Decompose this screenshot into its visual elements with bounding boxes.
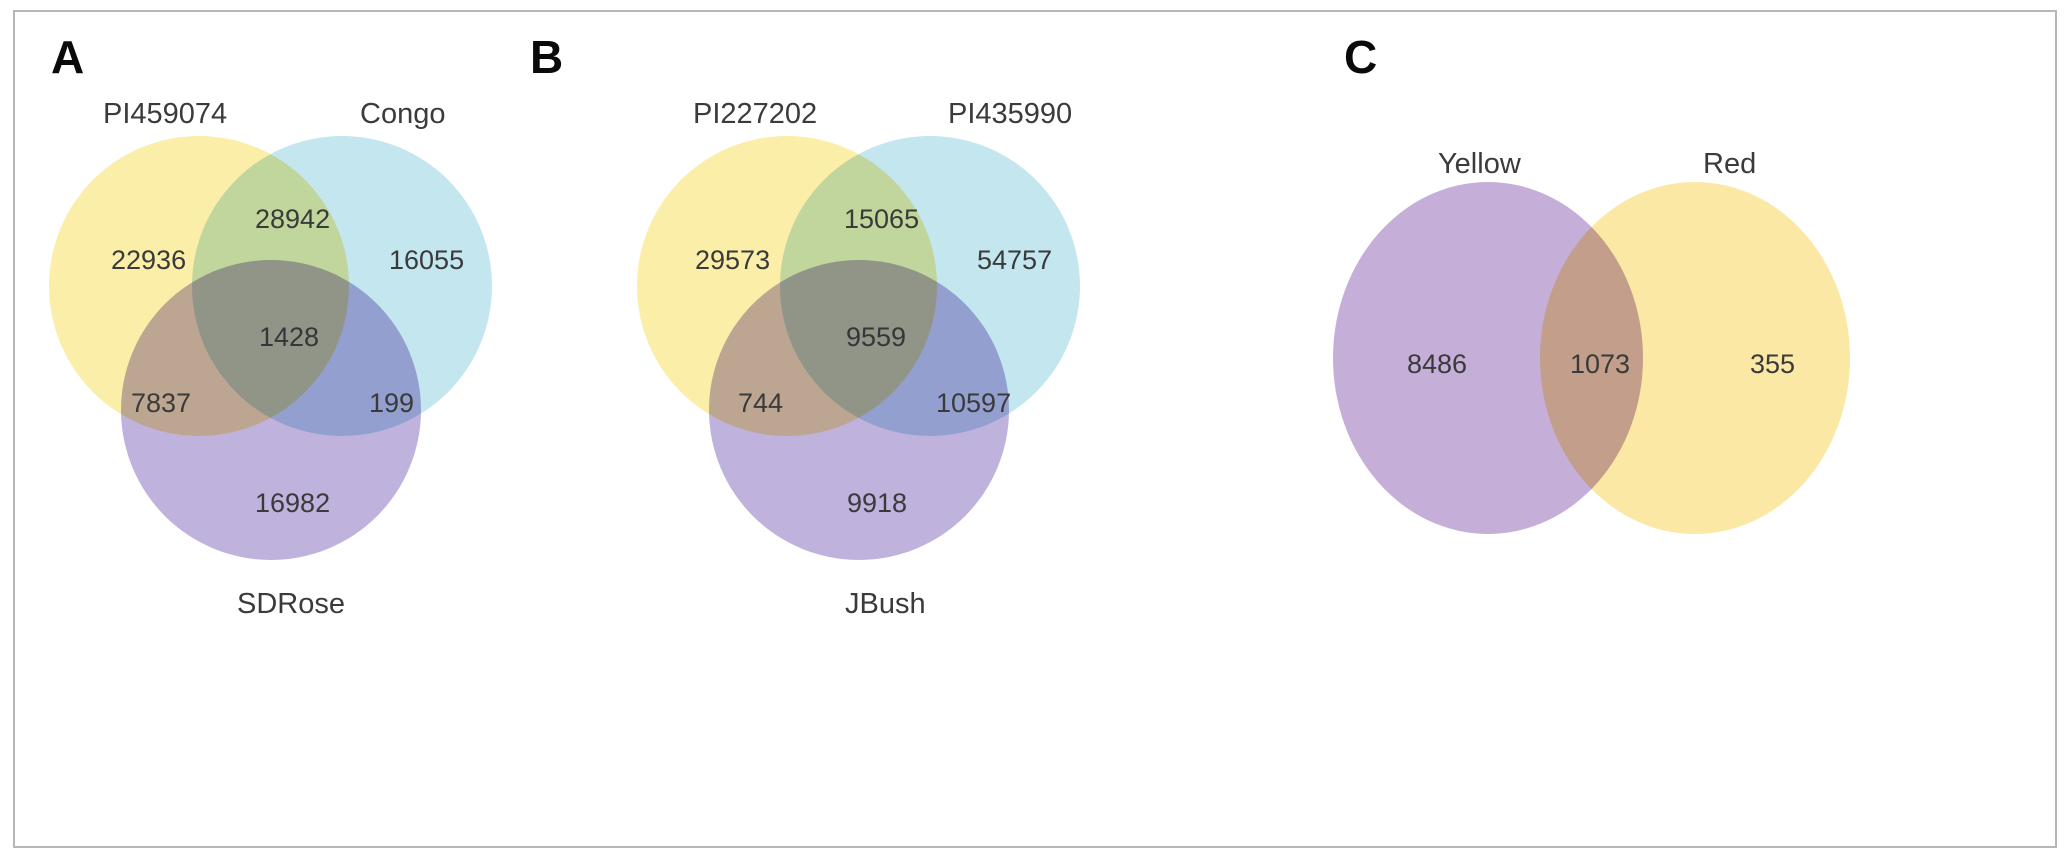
panel-a: A PI459074 Congo SDRose 22936 16055 2894… — [15, 12, 655, 850]
panel-b-circle-jbush — [709, 260, 1009, 560]
panel-c-count-only-right: 355 — [1750, 349, 1796, 379]
panel-a-venn-diagram: PI459074 Congo SDRose 22936 16055 28942 … — [15, 12, 655, 850]
panel-b: B PI227202 PI435990 JBush 29573 54757 15… — [530, 12, 1355, 850]
panel-b-label-bottom: JBush — [845, 588, 926, 620]
panel-a-letter: A — [51, 31, 85, 83]
panel-c-circle-red — [1540, 182, 1850, 534]
panel-c-label-left: Yellow — [1438, 148, 1521, 180]
panel-b-count-left-bottom: 744 — [738, 388, 784, 418]
panel-a-label-bottom: SDRose — [237, 588, 345, 620]
panel-a-count-left-bottom: 7837 — [131, 388, 192, 418]
panel-b-count-right-bottom: 10597 — [936, 388, 1012, 418]
figure-frame: A PI459074 Congo SDRose 22936 16055 2894… — [13, 10, 2057, 848]
panel-c-label-right: Red — [1703, 148, 1757, 180]
panel-a-count-only-bottom: 16982 — [255, 488, 331, 518]
panel-c-count-only-left: 8486 — [1407, 349, 1468, 379]
panel-b-count-only-bottom: 9918 — [847, 488, 908, 518]
panel-c-venn-diagram: Yellow Red 8486 1073 355 — [1333, 12, 2059, 850]
panel-b-letter: B — [530, 31, 564, 83]
panel-a-label-top-left: PI459074 — [103, 98, 228, 130]
panel-c-count-intersection: 1073 — [1570, 349, 1631, 379]
panel-b-label-top-right: PI435990 — [948, 98, 1073, 130]
panel-b-venn-diagram: PI227202 PI435990 JBush 29573 54757 1506… — [637, 12, 1355, 850]
panel-a-count-only-left: 22936 — [111, 245, 187, 275]
panel-c: C Yellow Red 8486 1073 355 — [1333, 12, 2059, 850]
panel-a-circle-sdrose — [121, 260, 421, 560]
panel-b-count-all-three: 9559 — [846, 322, 907, 352]
panel-b-count-left-right: 15065 — [844, 204, 920, 234]
panel-b-count-only-right: 54757 — [977, 245, 1053, 275]
panel-b-label-top-left: PI227202 — [693, 98, 818, 130]
panel-a-count-right-bottom: 199 — [369, 388, 415, 418]
panel-a-count-only-right: 16055 — [389, 245, 465, 275]
panel-b-count-only-left: 29573 — [695, 245, 771, 275]
panel-c-letter: C — [1344, 31, 1378, 83]
panel-a-label-top-right: Congo — [360, 98, 446, 130]
panel-a-count-left-right: 28942 — [255, 204, 331, 234]
panel-a-count-all-three: 1428 — [259, 322, 320, 352]
